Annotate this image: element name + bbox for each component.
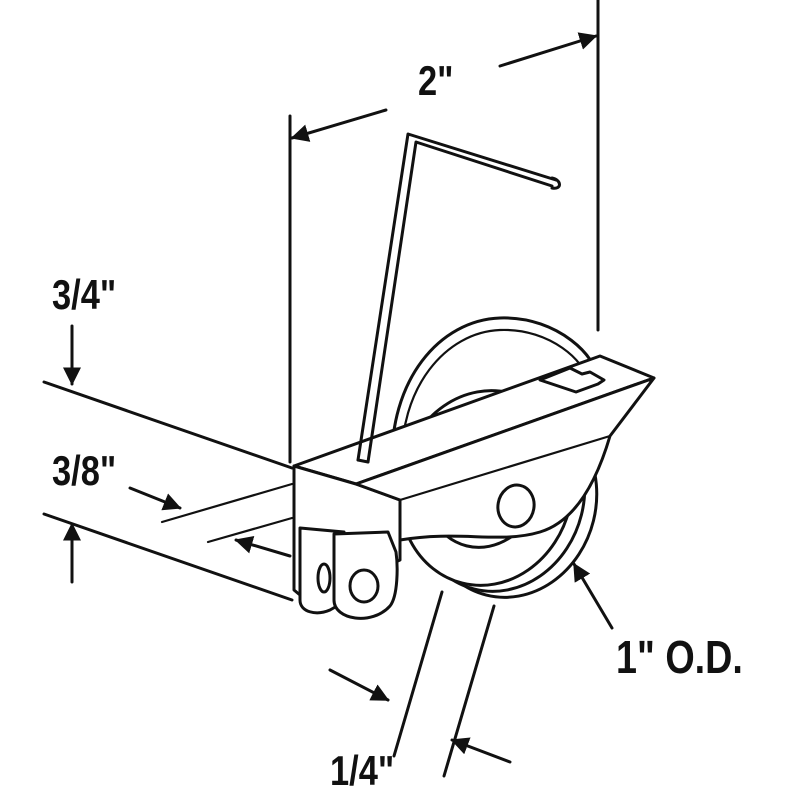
dimension-2in [290,32,598,142]
label-width: 2" [418,57,454,104]
dimension-3-8in [128,486,292,558]
width-extension-lines [288,0,600,464]
dimension-od-leader [572,562,614,630]
spring-wire [390,316,598,472]
label-groove: 3/8" [52,447,117,494]
adjusting-pin [356,132,561,464]
track-lines [42,380,294,602]
label-wheel-width: 1/4" [330,747,395,794]
label-track-height: 3/4" [52,271,117,318]
label-wheel-od: 1" O.D. [616,631,743,683]
clevis-end [298,526,399,620]
dimension-1-4in [328,590,512,778]
